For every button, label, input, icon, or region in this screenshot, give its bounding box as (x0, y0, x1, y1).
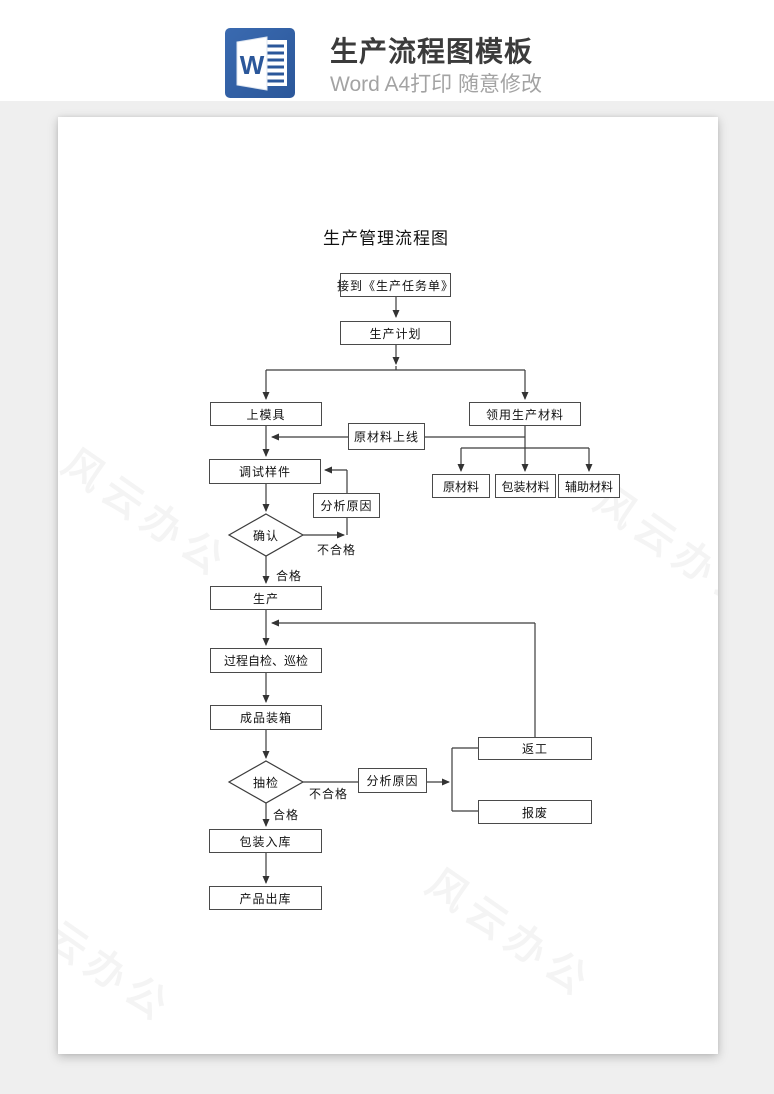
flowchart-title: 生产管理流程图 (323, 229, 449, 249)
node-sampling-decision: 抽检 (252, 776, 279, 790)
word-icon: W (225, 28, 295, 98)
node-production: 生产 (210, 586, 322, 610)
label-unqualified-2: 不合格 (309, 787, 349, 801)
node-packaging-material: 包装材料 (495, 474, 556, 498)
node-packaging-warehouse: 包装入库 (209, 829, 322, 853)
node-scrap: 报废 (478, 800, 592, 824)
node-production-plan: 生产计划 (340, 321, 451, 345)
template-header: W 生产流程图模板 Word A4打印 随意修改 (0, 0, 774, 101)
node-raw-material: 原材料 (432, 474, 490, 498)
document-page: 风云办公 风云办公 风云办公 风云办公 生产管理流程图 (58, 117, 718, 1054)
template-title: 生产流程图模板 (330, 36, 534, 67)
node-auxiliary-material: 辅助材料 (558, 474, 620, 498)
node-debug-sample: 调试样件 (209, 459, 321, 484)
node-confirm-decision: 确认 (252, 529, 279, 543)
node-receive-order: 接到《生产任务单》 (337, 273, 453, 297)
word-icon-letter: W (240, 50, 265, 80)
node-raw-material-online: 原材料上线 (348, 423, 425, 450)
label-qualified-1: 合格 (276, 569, 303, 583)
label-unqualified-1: 不合格 (317, 543, 357, 557)
node-product-outbound: 产品出库 (209, 886, 322, 910)
node-process-inspection: 过程自检、巡检 (210, 648, 322, 673)
template-subtitle: Word A4打印 随意修改 (330, 73, 542, 96)
node-finished-boxing: 成品装箱 (210, 705, 322, 730)
flowchart-connectors (227, 297, 593, 884)
node-analyze-cause-2: 分析原因 (358, 768, 427, 793)
label-qualified-2: 合格 (273, 808, 300, 822)
node-rework: 返工 (478, 737, 592, 760)
node-receive-materials: 领用生产材料 (469, 402, 581, 426)
node-analyze-cause-1: 分析原因 (313, 493, 380, 518)
node-mount-mold: 上模具 (210, 402, 322, 426)
